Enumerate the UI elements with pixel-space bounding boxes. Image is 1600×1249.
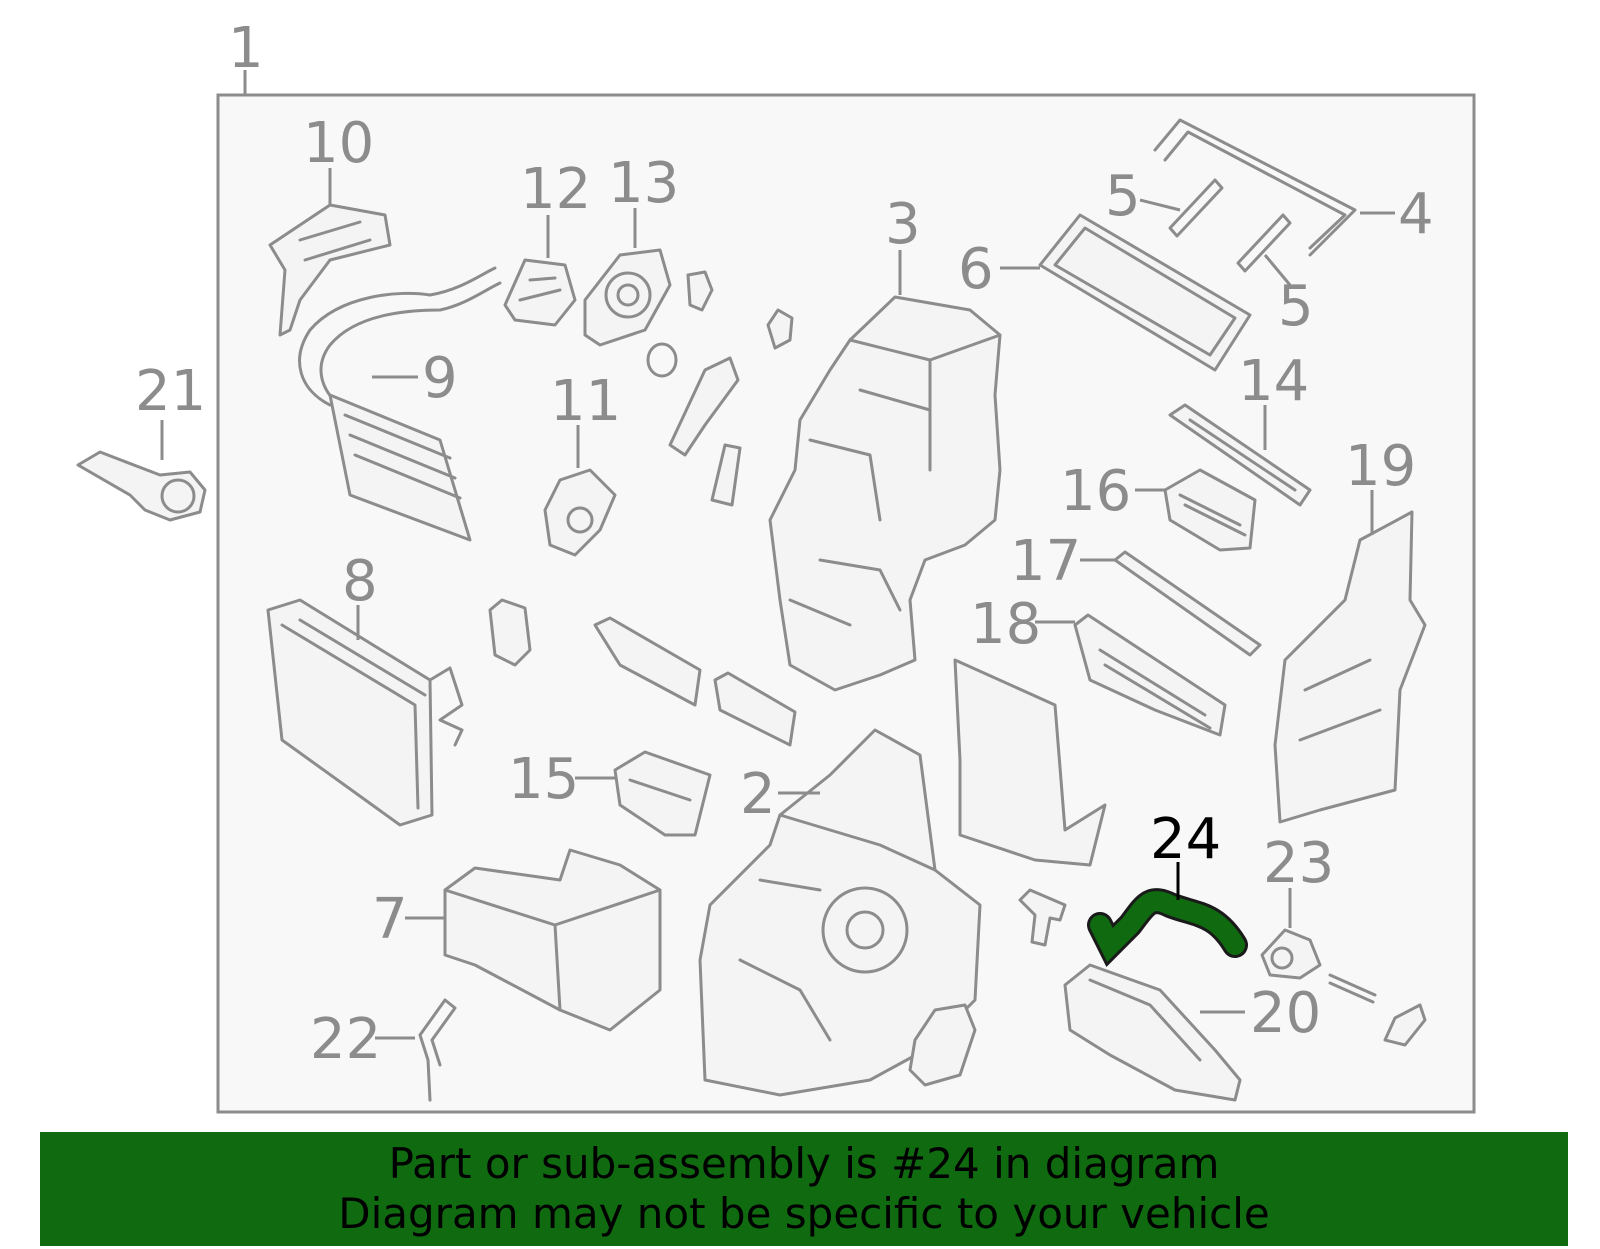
- part-9-heater-core[interactable]: [298, 266, 502, 542]
- label-9: 9: [422, 346, 458, 411]
- part-grommet: [488, 598, 532, 667]
- part-11-actuator[interactable]: [543, 468, 617, 557]
- part-4-seal[interactable]: [1153, 118, 1357, 257]
- part-5-strip-b[interactable]: [1236, 213, 1292, 273]
- part-grille-b: [713, 671, 797, 747]
- label-20: 20: [1250, 981, 1321, 1046]
- label-14: 14: [1238, 349, 1309, 414]
- banner-line-2: Diagram may not be specific to your vehi…: [338, 1189, 1270, 1238]
- part-link-rod: [710, 443, 742, 507]
- part-3-upper-case[interactable]: [768, 295, 1002, 692]
- label-2: 2: [740, 762, 776, 827]
- part-19-cover[interactable]: [1273, 510, 1427, 824]
- banner-line-1: Part or sub-assembly is #24 in diagram: [388, 1139, 1220, 1188]
- part-grille-a: [593, 616, 702, 707]
- label-24: 24: [1150, 807, 1221, 872]
- part-elbow: [1018, 888, 1067, 947]
- part-15-duct[interactable]: [613, 750, 712, 837]
- part-24-hose[interactable]: [1087, 888, 1248, 967]
- part-2-lower-case[interactable]: [698, 728, 982, 1097]
- part-22-drain[interactable]: [418, 998, 457, 1102]
- part-shield: [953, 658, 1107, 867]
- label-18: 18: [970, 592, 1041, 657]
- part-8-evaporator[interactable]: [266, 598, 464, 827]
- label-11: 11: [550, 369, 621, 434]
- label-3: 3: [885, 192, 921, 257]
- part-7-lower-housing[interactable]: [443, 848, 662, 1032]
- part-23-sensor[interactable]: [1260, 928, 1427, 1047]
- label-23: 23: [1263, 831, 1334, 896]
- part-blower-motor: [908, 1003, 977, 1087]
- label-4: 4: [1398, 182, 1434, 247]
- part-10-bracket[interactable]: [268, 203, 392, 337]
- label-5a: 5: [1105, 164, 1141, 229]
- part-17-door[interactable]: [1113, 550, 1262, 657]
- part-clip: [766, 308, 794, 350]
- label-8: 8: [342, 549, 378, 614]
- part-link-arm: [668, 356, 740, 457]
- label-6: 6: [958, 237, 994, 302]
- part-5-strip-a[interactable]: [1168, 178, 1224, 238]
- label-21: 21: [135, 359, 206, 424]
- label-16: 16: [1060, 459, 1131, 524]
- part-16-door[interactable]: [1163, 468, 1257, 552]
- info-banner: Part or sub-assembly is #24 in diagram D…: [40, 1132, 1568, 1246]
- label-7: 7: [372, 887, 408, 952]
- label-19: 19: [1345, 434, 1416, 499]
- label-10: 10: [303, 111, 374, 176]
- label-15: 15: [508, 747, 579, 812]
- label-17: 17: [1010, 529, 1081, 594]
- part-20-duct[interactable]: [1063, 963, 1242, 1102]
- part-14-door[interactable]: [1168, 403, 1312, 507]
- part-6-filter[interactable]: [1038, 213, 1252, 372]
- part-12-actuator[interactable]: [503, 258, 577, 327]
- part-18-door[interactable]: [1073, 613, 1227, 737]
- label-13: 13: [608, 151, 679, 216]
- part-21-actuator[interactable]: [76, 450, 207, 522]
- part-13-motor[interactable]: [583, 248, 714, 378]
- label-12: 12: [520, 157, 591, 222]
- label-5b: 5: [1278, 274, 1314, 339]
- label-1: 1: [228, 16, 264, 81]
- label-22: 22: [310, 1007, 381, 1072]
